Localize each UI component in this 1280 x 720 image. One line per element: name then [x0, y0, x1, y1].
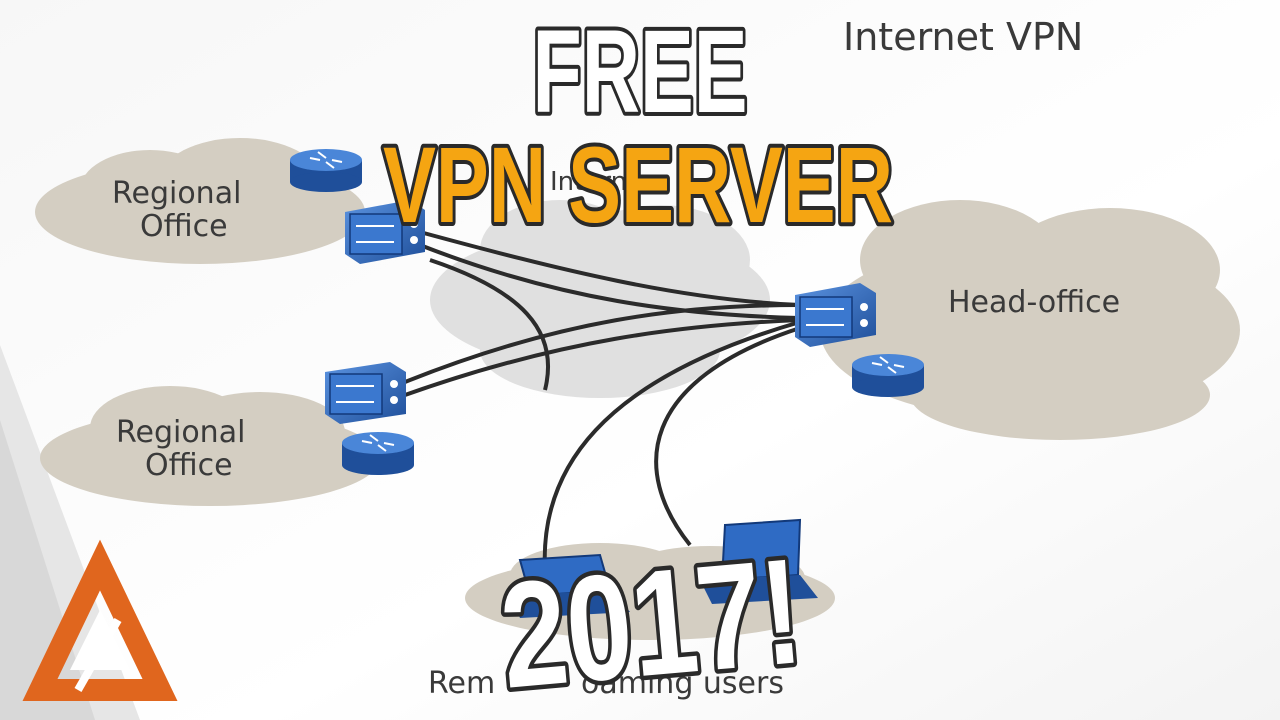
internet-label: Intern [550, 167, 627, 197]
firewall-icon-top [345, 200, 425, 264]
regional-office-top-label-line2: Office [140, 209, 228, 244]
headline-free: FREE [533, 6, 748, 138]
firewall-icon-head-office [795, 283, 876, 347]
firewall-icon-bottom [325, 362, 406, 424]
regional-office-bottom-cloud [40, 386, 380, 506]
regional-office-top-cloud [35, 138, 365, 264]
headline-vpn-server: VPN SERVER [383, 124, 893, 245]
head-office-cloud [820, 200, 1240, 440]
diagram-title: Internet VPN [843, 15, 1083, 59]
router-icon-top [290, 149, 362, 192]
regional-office-bottom-label-line2: Office [145, 448, 233, 483]
regional-office-top-label-line1: Regional [112, 176, 241, 211]
channel-logo [22, 539, 178, 701]
remote-users-label: Rem oaming users [428, 666, 784, 701]
headline-year: 2017! [494, 526, 808, 720]
head-office-label: Head-office [948, 285, 1120, 320]
regional-office-bottom-label-line1: Regional [116, 415, 245, 450]
router-icon-head-office [852, 354, 924, 397]
internet-cloud [430, 200, 770, 398]
vpn-connections [404, 230, 801, 571]
router-icon-bottom [342, 432, 414, 475]
laptop-icon-right [700, 518, 818, 604]
laptop-icon-left [510, 553, 630, 618]
